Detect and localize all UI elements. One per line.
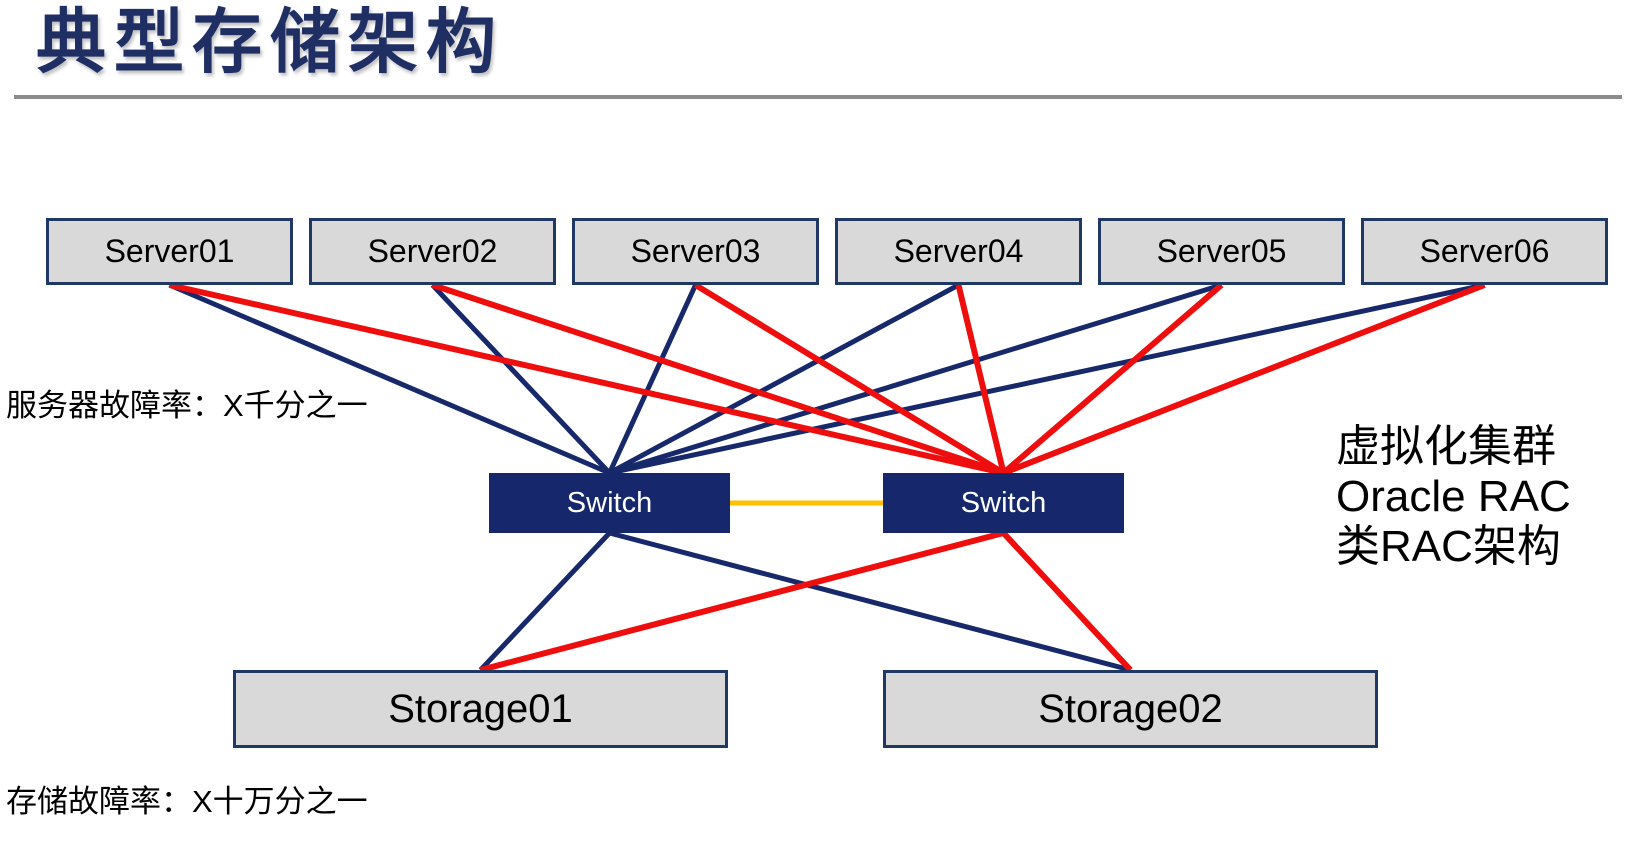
node-storage01: Storage01 [233,670,728,748]
node-switch-left-label: Switch [566,486,653,519]
page-title: 典型存储架构 [36,3,504,81]
server-failure-rate-note: 服务器故障率：X千分之一 [6,388,368,423]
node-server01-label: Server01 [104,233,235,269]
node-switch-right-label: Switch [960,486,1047,519]
node-server06: Server06 [1361,218,1608,285]
cluster-note-line-2: Oracle RAC [1336,472,1571,521]
node-server04: Server04 [835,218,1082,285]
node-server06-label: Server06 [1419,233,1550,269]
node-storage01-label: Storage01 [388,686,573,731]
node-server03: Server03 [572,218,819,285]
node-server02-label: Server02 [367,233,498,269]
cluster-note-line-1: 虚拟化集群 [1336,422,1556,471]
node-server01: Server01 [46,218,293,285]
cluster-type-note: 虚拟化集群 Oracle RAC 类RAC架构 [1336,422,1571,572]
node-server05: Server05 [1098,218,1345,285]
node-storage02: Storage02 [883,670,1378,748]
cluster-note-line-3: 类RAC架构 [1336,522,1561,571]
storage-failure-rate-note: 存储故障率：X十万分之一 [6,784,368,819]
node-server04-label: Server04 [893,233,1024,269]
node-server02: Server02 [309,218,556,285]
node-server05-label: Server05 [1156,233,1287,269]
title-divider [14,95,1622,99]
node-server03-label: Server03 [630,233,761,269]
node-switch-left: Switch [489,473,730,533]
node-switch-right: Switch [883,473,1124,533]
node-storage02-label: Storage02 [1038,686,1223,731]
